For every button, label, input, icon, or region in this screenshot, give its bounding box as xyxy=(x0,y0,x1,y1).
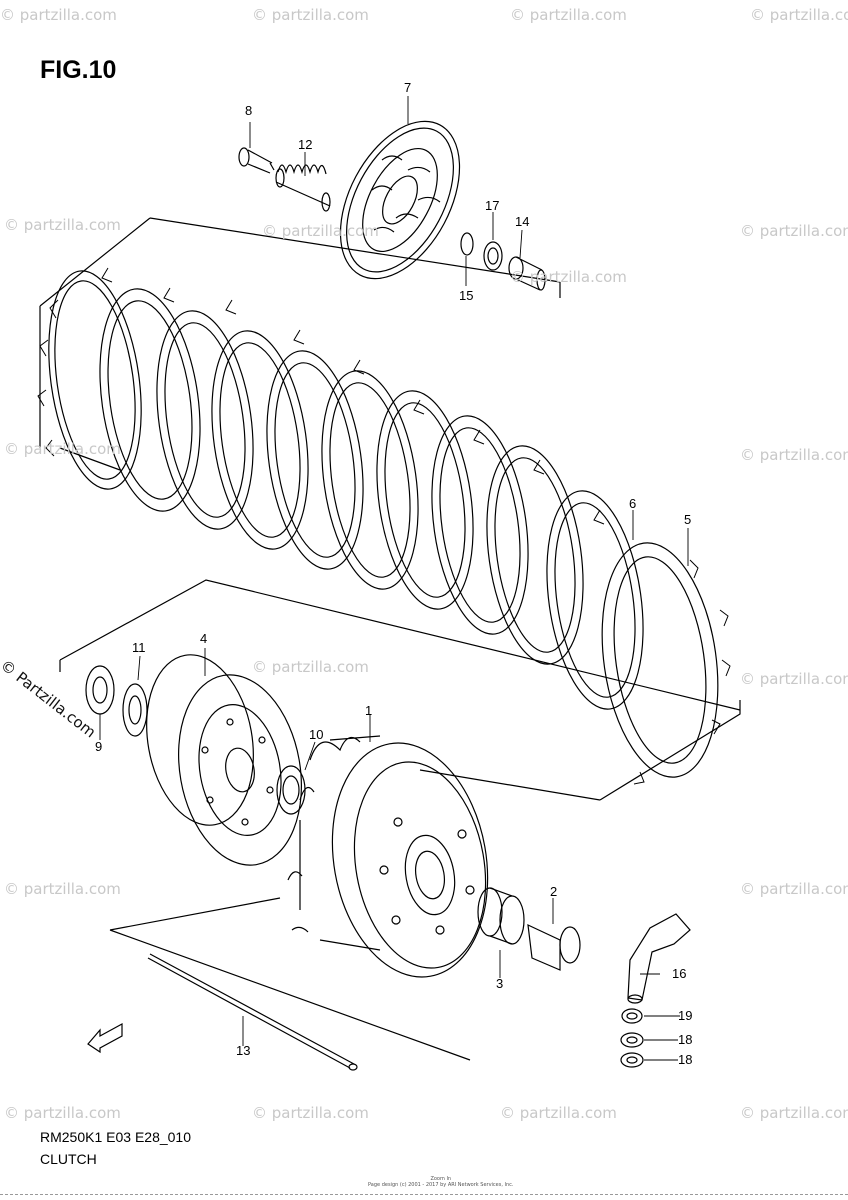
callout-17: 17 xyxy=(485,198,500,213)
watermark: © partzilla.com xyxy=(262,222,379,240)
callout-7: 7 xyxy=(404,80,412,95)
pressure-plate xyxy=(339,120,461,280)
callout-4: 4 xyxy=(200,631,208,646)
watermark: © partzilla.com xyxy=(0,6,117,24)
callout-18b: 18 xyxy=(678,1052,693,1067)
callout-2: 2 xyxy=(550,884,558,899)
pressure-plate-bolt xyxy=(238,147,275,174)
washer-15 xyxy=(460,232,474,256)
callout-6: 6 xyxy=(629,496,637,511)
callout-18a: 18 xyxy=(678,1032,693,1047)
callout-5: 5 xyxy=(684,512,692,527)
oil-seal-19 xyxy=(621,1008,643,1024)
figure-code: RM250K1 E03 E28_010 xyxy=(40,1129,191,1145)
bearing-18-a xyxy=(620,1032,644,1048)
watermark: © partzilla.com xyxy=(500,1104,617,1122)
watermark: © partzilla.com xyxy=(510,268,627,286)
watermark: © partzilla.com xyxy=(750,6,848,24)
clutch-sleeve-hub xyxy=(146,654,302,866)
figure-title: FIG.10 xyxy=(40,56,117,84)
plate-teeth xyxy=(37,267,731,785)
callout-10: 10 xyxy=(309,727,324,742)
page-bottom-border xyxy=(0,1194,848,1195)
release-arm xyxy=(627,913,691,1004)
watermark: © partzilla.com xyxy=(4,880,121,898)
forward-arrow-icon xyxy=(87,1022,123,1054)
watermark: © partzilla.com xyxy=(740,880,848,898)
clutch-spring xyxy=(275,164,331,212)
callout-3: 3 xyxy=(496,976,504,991)
callout-1: 1 xyxy=(365,703,373,718)
leader-lines xyxy=(99,96,689,1061)
watermark: © partzilla.com xyxy=(740,222,848,240)
watermark: © partzilla.com xyxy=(4,1104,121,1122)
callout-15: 15 xyxy=(459,288,474,303)
figure-name: CLUTCH xyxy=(40,1151,97,1167)
watermark: © partzilla.com xyxy=(252,658,369,676)
callout-13: 13 xyxy=(236,1043,251,1058)
watermark: © partzilla.com xyxy=(740,670,848,688)
callout-12: 12 xyxy=(298,137,313,152)
watermark: © partzilla.com xyxy=(510,6,627,24)
watermark: © partzilla.com xyxy=(252,6,369,24)
watermark: © partzilla.com xyxy=(4,216,121,234)
watermark: © partzilla.com xyxy=(740,446,848,464)
bearing-18-b xyxy=(620,1052,644,1068)
lock-washer-11 xyxy=(122,683,148,737)
nut-9 xyxy=(85,665,115,715)
zoom-link[interactable]: Zoom In xyxy=(430,1176,452,1182)
needle-bearing xyxy=(477,887,525,945)
watermark: © partzilla.com xyxy=(4,440,121,458)
page-fine-print: Zoom In Page design (c) 2001 - 2017 by A… xyxy=(368,1176,514,1188)
clutch-housing xyxy=(287,735,489,978)
callout-9: 9 xyxy=(95,739,103,754)
spacer xyxy=(527,923,581,971)
callout-19: 19 xyxy=(678,1008,693,1023)
ari-copyright: Page design (c) 2001 - 2017 by ARI Netwo… xyxy=(368,1182,514,1188)
push-rod xyxy=(147,953,358,1071)
callout-11: 11 xyxy=(132,640,146,655)
callout-8: 8 xyxy=(245,103,253,118)
callout-14: 14 xyxy=(515,214,530,229)
push-rod-frame xyxy=(109,897,471,1061)
callout-16: 16 xyxy=(672,966,687,981)
plate-stack-frame xyxy=(39,217,741,801)
hub-frame xyxy=(59,579,741,711)
push-piece-14 xyxy=(508,256,546,291)
friction-plates xyxy=(48,270,719,778)
bearing-17 xyxy=(483,241,503,271)
watermark: © partzilla.com xyxy=(740,1104,848,1122)
watermark: © partzilla.com xyxy=(252,1104,369,1122)
